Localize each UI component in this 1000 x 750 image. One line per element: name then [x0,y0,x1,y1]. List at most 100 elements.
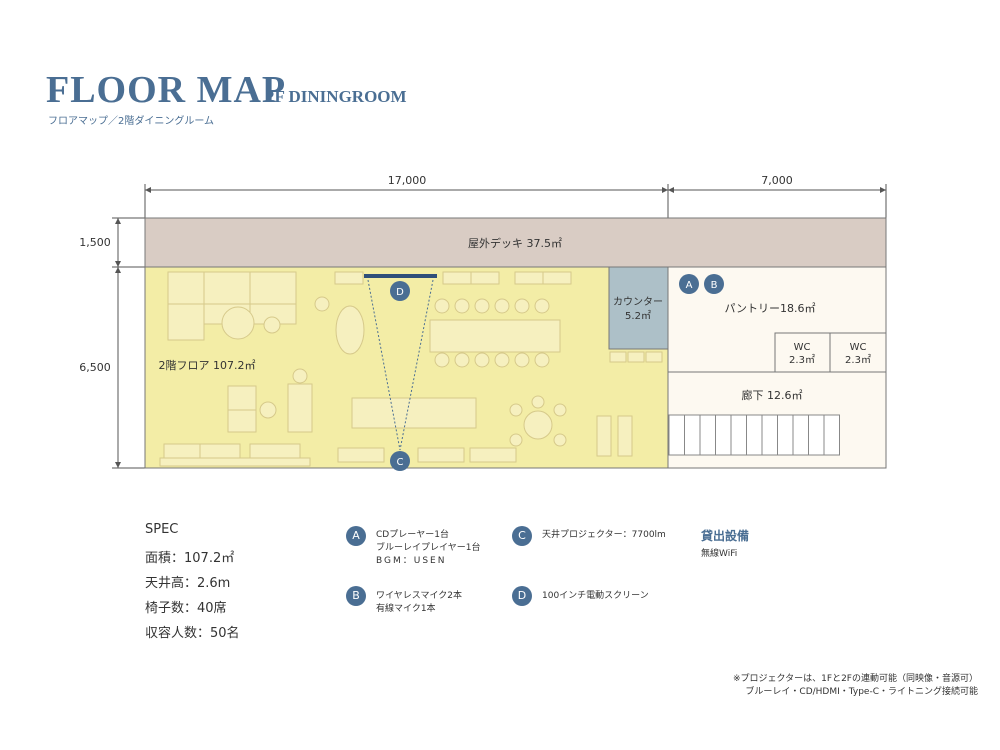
footnote-line-2: ブルーレイ・CD/HDMI・Type-C・ライトニング接続可能 [745,687,978,697]
furniture-piece [442,271,472,285]
counter-area [608,266,669,350]
furniture-piece [596,415,612,457]
furniture-piece [470,271,500,285]
dimension-width-side: 7,000 [761,174,793,187]
legend-a-line: ブルーレイプレイヤー1台 [376,543,481,553]
furniture-piece [287,383,313,433]
furniture-piece [417,447,465,463]
furniture-piece [163,443,201,459]
wc-1-label: WC [794,342,811,353]
wc-2-label: WC [850,342,867,353]
furniture-piece [645,351,663,363]
furniture-piece [609,351,627,363]
furniture-piece [553,433,567,447]
furniture-piece [509,433,523,447]
spec-heading: SPEC [145,522,179,537]
svg-text:A: A [686,280,693,291]
furniture-piece [553,403,567,417]
stair-step [792,414,809,456]
furniture-piece [514,298,530,314]
furniture-piece [454,352,470,368]
furniture-piece [292,368,308,384]
furniture-piece [534,352,550,368]
stair-step [746,414,763,456]
furniture-piece [167,271,205,305]
furniture-piece [509,403,523,417]
furniture-piece [221,306,255,340]
footnote-line-1: ※プロジェクターは、1Fと2Fの連動可能（同映像・音源可） [733,674,978,684]
rental-heading: 貸出設備 [701,529,750,543]
stair-step [777,414,794,456]
svg-text:D: D [396,287,404,298]
svg-text:B: B [711,280,718,291]
furniture-piece [434,298,450,314]
page-subtitle: 2F DININGROOM [266,87,407,106]
dimension-width-main: 17,000 [388,174,427,187]
staircase [668,414,840,456]
furniture-piece [469,447,517,463]
svg-text:C: C [397,457,404,468]
wc-1 [774,332,831,373]
stair-step [808,414,825,456]
furniture-piece [617,415,633,457]
legend-a-line: CDプレーヤー1台 [376,530,449,540]
furniture-piece [249,443,301,459]
wc-2-area: 2.3㎡ [845,354,871,366]
furniture-piece [627,351,645,363]
spec-capacity: 収容人数：50名 [145,626,240,641]
spec-seats: 椅子数：40席 [145,601,227,616]
legend-d-line: 100インチ電動スクリーン [542,591,649,601]
stair-step [715,414,732,456]
marker-a: A [679,274,699,294]
furniture-piece [314,296,330,312]
spec-ceiling-height: 天井高：2.6m [145,576,231,591]
legend-b-line: ワイヤレスマイク2本 [376,591,463,601]
deck-label: 屋外デッキ 37.5㎡ [468,236,562,250]
legend-badge-a: A [346,526,366,546]
furniture-piece [429,319,561,353]
furniture-piece [203,271,251,305]
furniture-piece [474,298,490,314]
furniture-piece [531,395,545,409]
furniture-piece [454,298,470,314]
pantry-label: パントリー18.6㎡ [724,302,815,315]
furniture-piece [259,401,277,419]
furniture-piece [534,298,550,314]
furniture-piece [199,443,241,459]
counter-area-label: 5.2㎡ [625,310,651,322]
legend-c-line: 天井プロジェクター：7700lm [542,530,666,540]
furniture-piece [494,352,510,368]
stair-step [823,414,840,456]
furniture-piece [514,352,530,368]
dimension-lines [112,184,887,469]
dimension-depth-deck: 1,500 [79,236,111,249]
legend-a-line: BGM：USEN [376,556,447,566]
page-title: FLOOR MAP [46,69,287,111]
stair-step [761,414,778,456]
furniture-piece [334,271,364,285]
furniture-piece [351,397,477,429]
dimension-depth-main: 6,500 [79,361,111,374]
furniture-piece [227,385,257,411]
legend-badge-c: C [512,526,532,546]
furniture-piece [337,447,385,463]
furniture [159,271,663,467]
stair-step [668,414,685,456]
rental-item: 無線WiFi [701,549,738,559]
furniture-piece [523,410,553,440]
marker-b: B [704,274,724,294]
furniture-piece [514,271,544,285]
furniture-piece [494,298,510,314]
main-floor-label: 2階フロア 107.2㎡ [159,358,256,372]
furniture-piece [434,352,450,368]
stair-step [699,414,716,456]
marker-c: C [390,451,410,471]
furniture-piece [474,352,490,368]
furniture-piece [227,409,257,433]
marker-d: D [390,281,410,301]
furniture-piece [159,457,311,467]
furniture-piece [542,271,572,285]
wc-1-area: 2.3㎡ [789,354,815,366]
page-subtitle-japanese: フロアマップ／2階ダイニングルーム [48,116,215,127]
sofa [335,305,365,355]
